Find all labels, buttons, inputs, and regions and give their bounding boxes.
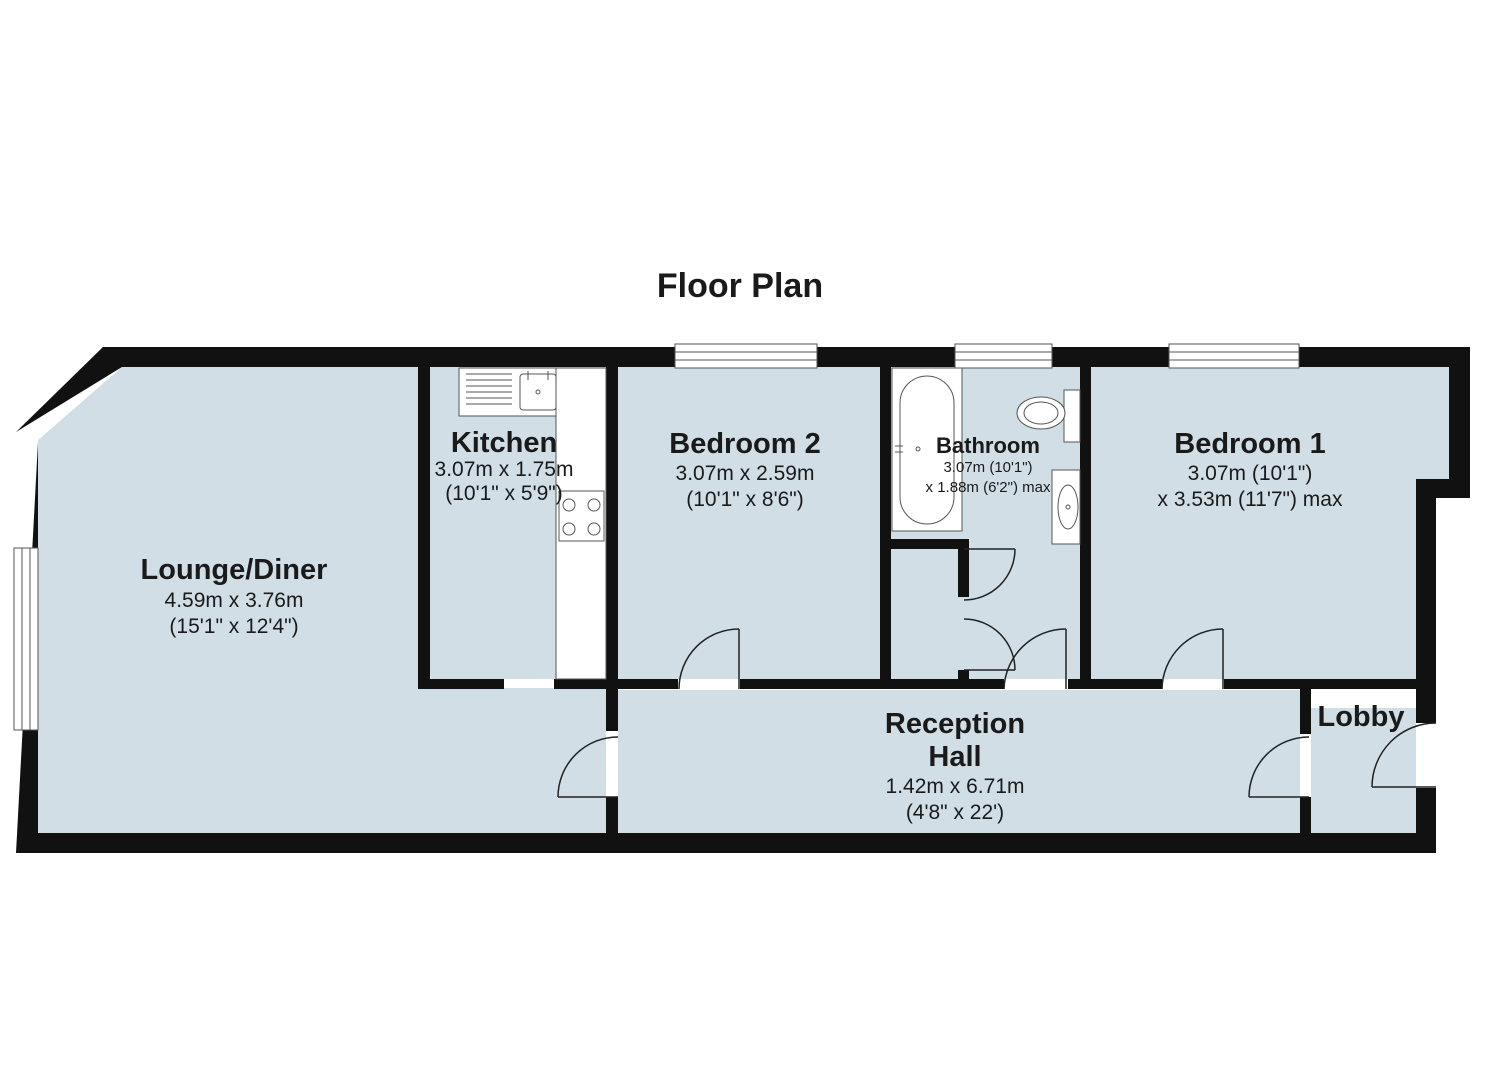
door-bathroom — [1003, 628, 1067, 690]
wall-lobby-left-lower — [1300, 797, 1311, 835]
room-dimensions-imperial: x 1.88m (6'2") max — [926, 479, 1051, 496]
room-dimensions-imperial: (10'1" x 8'6") — [686, 488, 803, 511]
label-reception-hall: Reception Hall 1.42m x 6.71m (4'8" x 22'… — [885, 708, 1025, 824]
room-dimensions-metric: 3.07m (10'1") — [943, 459, 1032, 476]
room-dimensions-imperial: (4'8" x 22') — [906, 801, 1004, 824]
wall-kitchen-bedroom2 — [606, 367, 618, 689]
room-name: Bathroom — [936, 433, 1040, 458]
label-bedroom-1: Bedroom 1 3.07m (10'1") x 3.53m (11'7") … — [1158, 428, 1343, 511]
front-door-opening — [1416, 723, 1436, 788]
wall-bathroom-bottom-a — [891, 679, 1004, 689]
windows — [13, 343, 1300, 731]
window-bedroom-1 — [1168, 343, 1300, 369]
wall-lobby-right-lower — [1416, 788, 1436, 835]
wall-bedroom2-bathroom — [880, 367, 891, 689]
door-lounge — [557, 736, 619, 798]
room-name: Bedroom 1 — [1174, 428, 1325, 460]
wall-kitchen-bottom-right — [554, 679, 618, 689]
wall-bedroom2-bottom-a — [618, 679, 678, 689]
toilet — [1016, 389, 1081, 443]
basin — [1051, 469, 1081, 545]
wall-hall-left-upper — [606, 689, 618, 731]
room-dimensions-metric: 1.42m x 6.71m — [886, 775, 1025, 798]
room-dimensions-metric: 3.07m (10'1") — [1188, 462, 1313, 485]
door-bedroom-2 — [678, 628, 740, 690]
wall-lobby-left-upper — [1300, 689, 1311, 734]
wall-bathroom-bottom-b — [1068, 679, 1162, 689]
wall-cupboard-side-a — [958, 539, 969, 597]
kitchen-worktop — [555, 367, 607, 680]
room-dimensions-metric: 3.07m x 1.75m — [435, 458, 574, 481]
floor-bedroom-2 — [618, 367, 880, 679]
door-cupboard — [963, 548, 1016, 671]
wall-hall-left-lower — [606, 797, 618, 835]
label-lounge: Lounge/Diner 4.59m x 3.76m (15'1" x 12'4… — [141, 554, 328, 638]
page-title: Floor Plan — [657, 267, 823, 305]
room-dimensions-imperial: (10'1" x 5'9") — [445, 482, 562, 505]
wall-lounge-kitchen — [418, 367, 430, 688]
walls — [16, 347, 1470, 853]
label-lobby: Lobby — [1318, 701, 1405, 733]
door-bedroom-1 — [1161, 628, 1224, 690]
fixtures — [458, 367, 1081, 680]
doors — [557, 548, 1437, 798]
wall-bedroom2-bottom-b — [740, 679, 890, 689]
label-bathroom: Bathroom 3.07m (10'1") x 1.88m (6'2") ma… — [926, 433, 1051, 496]
room-name: Kitchen — [451, 427, 557, 459]
door-front — [1371, 722, 1437, 788]
room-name-line-1: Reception — [885, 708, 1025, 740]
room-dimensions-metric: 4.59m x 3.76m — [165, 589, 304, 612]
wall-bathroom-bedroom1 — [1080, 367, 1091, 689]
floor-reception-hall — [618, 690, 1300, 833]
room-name-line-2: Hall — [928, 741, 981, 773]
wall-cupboard-side-b — [958, 670, 969, 680]
window-bedroom-2 — [674, 343, 818, 369]
floor-bedroom-1 — [1091, 367, 1449, 679]
window-lounge — [13, 547, 39, 731]
label-kitchen: Kitchen 3.07m x 1.75m (10'1" x 5'9") — [435, 427, 574, 505]
room-dimensions-metric: 3.07m x 2.59m — [676, 462, 815, 485]
room-name: Bedroom 2 — [669, 428, 820, 460]
window-bathroom — [954, 343, 1053, 369]
kitchen-sink — [458, 367, 562, 417]
floor-lounge — [38, 367, 606, 833]
wall-bathroom-cupboard-top — [891, 539, 969, 549]
room-name: Lounge/Diner — [141, 554, 328, 586]
wall-bedroom1-bottom — [1224, 679, 1436, 689]
wall-lobby-right-upper — [1416, 689, 1436, 723]
bath — [891, 367, 963, 532]
room-dimensions-imperial: (15'1" x 12'4") — [169, 615, 298, 638]
label-bedroom-2: Bedroom 2 3.07m x 2.59m (10'1" x 8'6") — [669, 428, 820, 511]
wall-kitchen-bottom — [418, 679, 504, 689]
door-lobby-inner — [1248, 736, 1310, 798]
room-dimensions-imperial: x 3.53m (11'7") max — [1158, 488, 1343, 511]
floor-areas — [38, 367, 1449, 833]
